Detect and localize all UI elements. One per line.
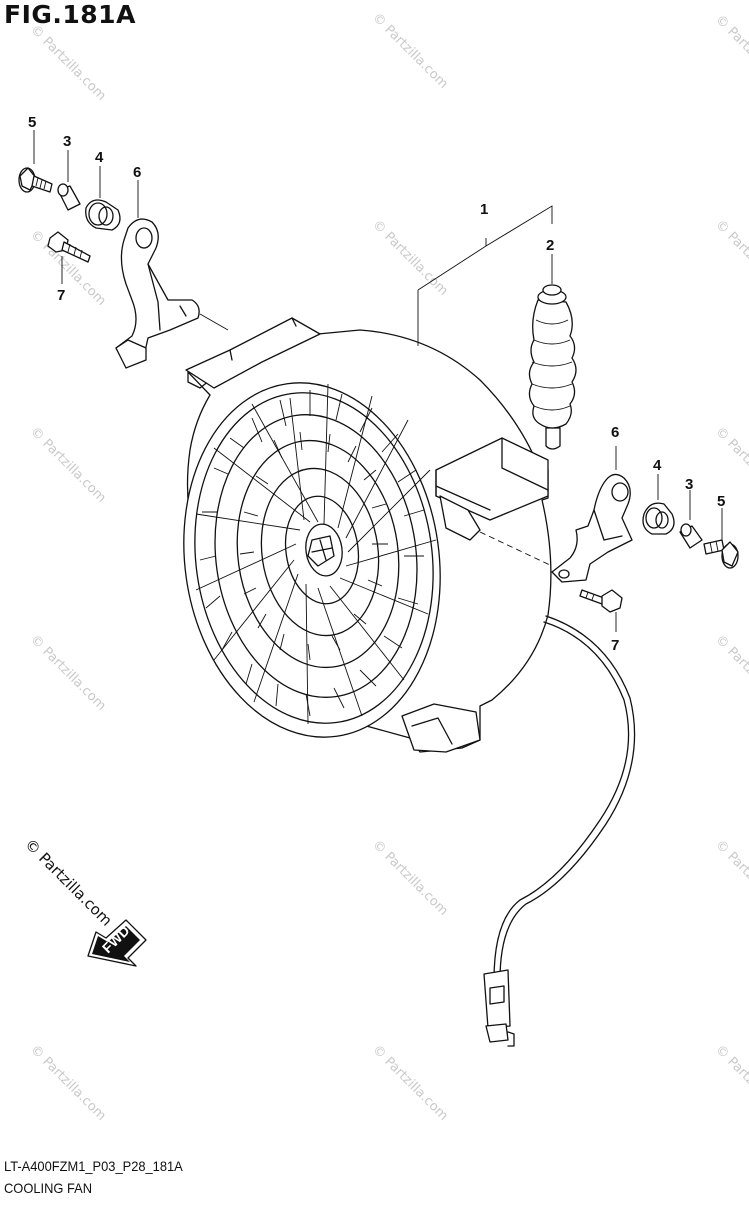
callout-1-leader: [417, 205, 553, 346]
watermark: © Partzilla.com: [712, 632, 749, 714]
callout-number: 3: [63, 133, 71, 150]
watermark: © Partzilla.com: [712, 837, 749, 919]
callout-labels: 1 2 3 4 5 6 7 3 4 5 6 7: [28, 114, 725, 654]
fan-wire-harness: [483, 615, 636, 1047]
figure-code: LT-A400FZM1_P03_P28_181A: [4, 1158, 183, 1174]
right-hardware: [579, 474, 739, 632]
callout-number: 6: [611, 424, 619, 441]
watermark: © Partzilla.com: [369, 1042, 451, 1124]
callout-number: 1: [480, 201, 488, 218]
watermark: © Partzilla.com: [712, 217, 749, 299]
rubber-boot-part-2: [528, 254, 577, 450]
callout-number: 2: [546, 237, 554, 254]
callout-number: 3: [685, 476, 693, 493]
watermark: © Partzilla.com: [369, 217, 451, 299]
watermark: © Partzilla.com: [712, 1042, 749, 1124]
callout-number: 6: [133, 164, 141, 181]
figure-title: FIG.181A: [4, 0, 136, 29]
left-hardware: [18, 130, 139, 284]
watermark: © Partzilla.com: [369, 837, 451, 919]
watermark: © Partzilla.com: [369, 10, 451, 92]
callout-number: 4: [95, 149, 104, 166]
forward-direction-arrow: FWD: [87, 919, 147, 967]
callout-number: 5: [717, 493, 725, 510]
left-bracket-part-6: [115, 218, 229, 369]
watermark: © Partzilla.com: [27, 424, 109, 506]
watermark-large: © Partzilla.com: [21, 835, 116, 930]
watermark: © Partzilla.com: [27, 1042, 109, 1124]
right-bracket-part-6: [479, 446, 633, 583]
callout-number: 5: [28, 114, 36, 131]
callout-number: 7: [611, 637, 619, 654]
watermark: © Partzilla.com: [27, 22, 109, 104]
cooling-fan-assembly: [183, 317, 552, 753]
callout-number: 4: [653, 457, 662, 474]
callout-number: 7: [57, 287, 65, 304]
watermark: © Partzilla.com: [712, 12, 749, 94]
watermark: © Partzilla.com: [27, 632, 109, 714]
figure-name: COOLING FAN: [4, 1180, 93, 1196]
